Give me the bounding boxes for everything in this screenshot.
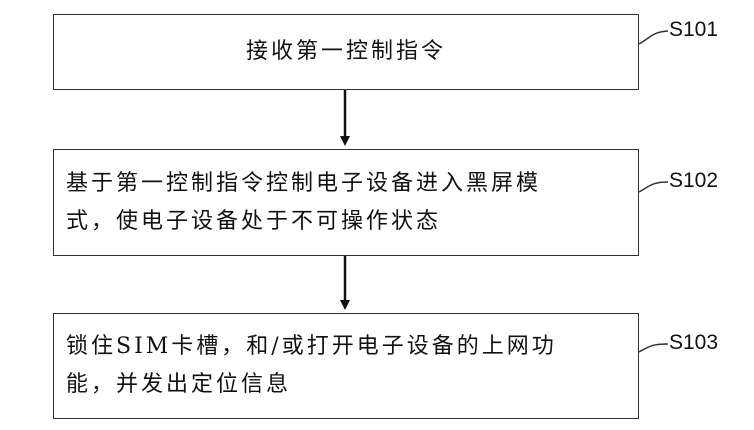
step-box-s102: 基于第一控制指令控制电子设备进入黑屏模 式，使电子设备处于不可操作状态 <box>53 149 639 256</box>
step-text-s101: 接收第一控制指令 <box>245 39 446 64</box>
leader-line-s102 <box>638 181 669 193</box>
step-text-s103: 锁住SIM卡槽，和/或打开电子设备的上网功 能，并发出定位信息 <box>66 334 557 397</box>
step-label-s101: S101 <box>669 18 719 41</box>
step-box-s103: 锁住SIM卡槽，和/或打开电子设备的上网功 能，并发出定位信息 <box>53 313 639 419</box>
step-label-s102: S102 <box>669 169 719 192</box>
step-text-s102: 基于第一控制指令控制电子设备进入黑屏模 式，使电子设备处于不可操作状态 <box>66 170 542 234</box>
step-box-s101: 接收第一控制指令 <box>53 14 639 90</box>
leader-line-s103 <box>638 343 669 353</box>
leader-line-s101 <box>638 30 669 45</box>
step-label-s103: S103 <box>669 331 719 354</box>
